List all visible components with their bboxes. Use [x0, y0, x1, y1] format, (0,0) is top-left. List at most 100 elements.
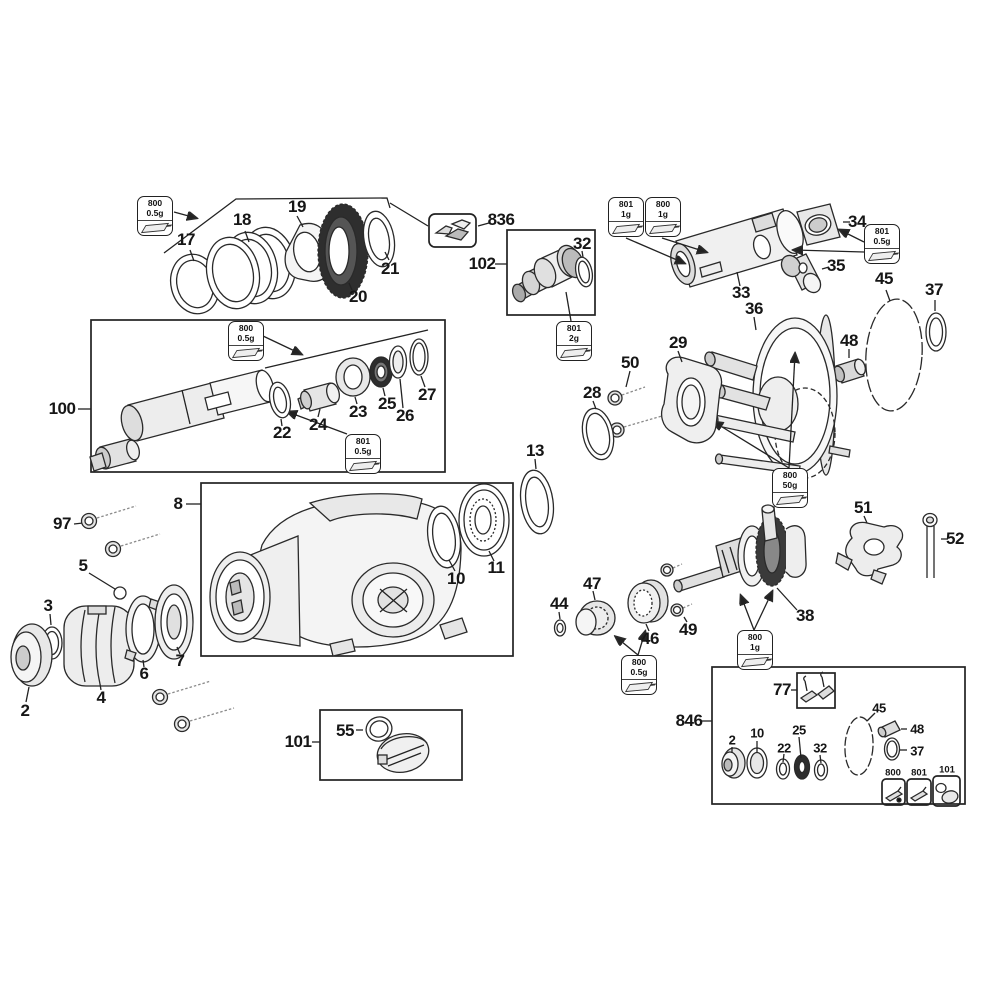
part-22-art	[268, 381, 292, 427]
grease-tube-icon	[348, 460, 378, 471]
grease-amount: 1g	[750, 641, 760, 652]
label-kit-2: 2	[728, 732, 736, 748]
part-846-art	[701, 666, 966, 807]
label-45: 45	[875, 269, 893, 288]
grease-amount: 0.5g	[237, 332, 255, 343]
part-29-art	[661, 350, 723, 444]
lower-screws-art	[151, 680, 235, 733]
label-846: 846	[675, 711, 703, 730]
grease-code: 800	[147, 198, 163, 208]
label-5: 5	[78, 556, 88, 575]
grease-code: 801	[566, 323, 582, 333]
grease-label-8: 800 50g	[772, 468, 808, 508]
label-36: 36	[745, 299, 763, 318]
part-46-art	[627, 579, 669, 632]
grease-label-3: 801 1g	[608, 197, 644, 237]
grease-code: 800	[238, 323, 254, 333]
grease-amount: 0.5g	[146, 207, 164, 218]
grease-tube-icon	[648, 223, 678, 234]
label-kit-10: 10	[750, 725, 764, 741]
label-6: 6	[139, 664, 149, 683]
label-52: 52	[946, 529, 964, 548]
part-10-art	[426, 505, 462, 572]
label-kit-25: 25	[792, 722, 806, 738]
label-37: 37	[925, 280, 943, 299]
label-10: 10	[447, 569, 465, 588]
part-8-art	[186, 482, 514, 657]
grease-label-7: 801 0.5g	[345, 434, 381, 474]
part-7-art	[154, 584, 194, 660]
part-6-art	[124, 595, 161, 668]
label-19: 19	[288, 197, 306, 216]
grease-tube-icon	[611, 223, 641, 234]
part-47-art	[575, 590, 616, 636]
grease-amount: 50g	[782, 479, 798, 490]
grease-tube-icon	[775, 494, 805, 505]
part-32-art	[574, 250, 594, 288]
part-20-art	[317, 203, 369, 299]
label-21: 21	[381, 259, 399, 278]
part-27-art	[409, 338, 429, 388]
part-102-art	[495, 229, 596, 322]
part-37-art	[925, 300, 947, 352]
part-51-art	[835, 515, 904, 585]
label-13: 13	[526, 441, 544, 460]
grease-g5-leaders	[794, 230, 865, 252]
label-kit-48: 48	[910, 721, 924, 737]
label-18: 18	[233, 210, 251, 229]
grease-code: 801	[355, 436, 371, 446]
label-kit-801: 801	[911, 767, 927, 779]
label-50: 50	[621, 353, 639, 372]
part-23-art	[335, 357, 371, 405]
label-101: 101	[284, 732, 312, 751]
label-20: 20	[349, 287, 367, 306]
label-kit-22: 22	[777, 740, 791, 756]
label-25: 25	[378, 394, 396, 413]
label-35: 35	[827, 256, 845, 275]
label-102: 102	[468, 254, 496, 273]
label-7: 7	[175, 651, 185, 670]
grease-tube-icon	[624, 681, 654, 692]
part-2-art	[10, 623, 53, 703]
grease-code: 801	[618, 199, 634, 209]
label-kit-800: 800	[885, 767, 901, 779]
label-26: 26	[396, 406, 414, 425]
grease-label-6: 800 0.5g	[228, 321, 264, 361]
part-26-art	[388, 345, 408, 409]
label-8: 8	[173, 494, 183, 513]
label-100: 100	[48, 399, 76, 418]
label-29: 29	[669, 333, 687, 352]
part-45-art	[865, 289, 923, 412]
label-24: 24	[309, 415, 327, 434]
label-38: 38	[796, 606, 814, 625]
grease-amount: 0.5g	[354, 445, 372, 456]
label-77: 77	[773, 680, 791, 699]
grease-label-9: 800 0.5g	[621, 655, 657, 695]
part-19-art	[284, 215, 331, 282]
part-836-art	[428, 213, 490, 248]
part-52-art	[922, 512, 948, 578]
bracket-17-21	[163, 197, 429, 254]
part-34-art	[796, 203, 850, 246]
part-38-art	[616, 504, 807, 656]
label-97: 97	[53, 514, 71, 533]
grease-label-10: 800 1g	[737, 630, 773, 670]
label-32: 32	[573, 234, 591, 253]
grease-label-1: 800 0.5g	[137, 196, 173, 236]
screw-above-46-art	[660, 563, 683, 577]
part-21-art	[362, 210, 396, 268]
label-22: 22	[273, 423, 291, 442]
part-18-art	[205, 226, 297, 310]
part-101-art	[312, 709, 463, 781]
part-44-art	[553, 611, 567, 637]
part-35-art	[780, 253, 830, 294]
label-kit-101: 101	[939, 764, 955, 776]
grease-code: 800	[782, 470, 798, 480]
part-36-art	[704, 314, 851, 479]
grease-label-4: 800 1g	[645, 197, 681, 237]
part-50-art	[607, 370, 663, 438]
grease-amount: 1g	[658, 208, 668, 219]
label-34: 34	[848, 212, 866, 231]
